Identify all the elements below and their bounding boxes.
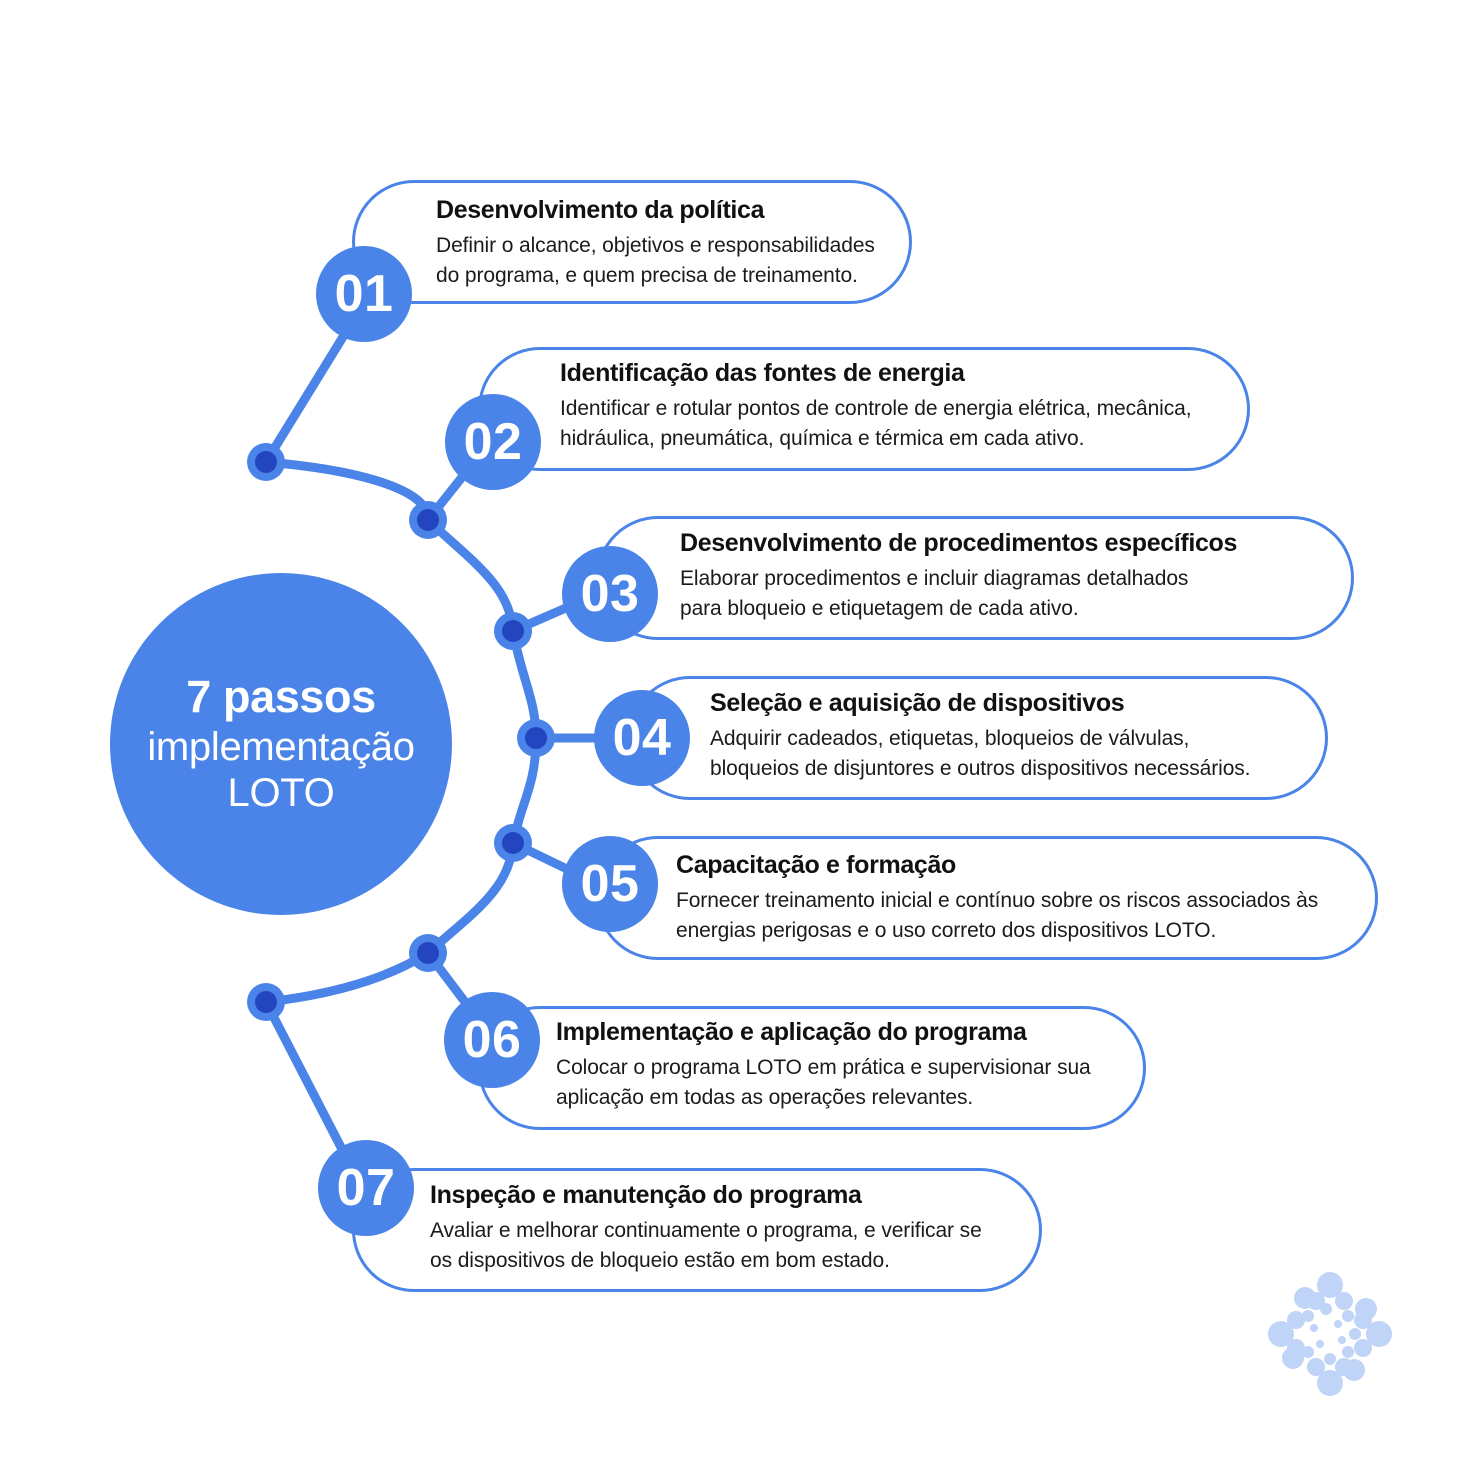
step-number-04[interactable]: 04 bbox=[594, 690, 690, 786]
step-desc-07: Avaliar e melhorar continuamente o progr… bbox=[430, 1219, 982, 1272]
step-card-06[interactable] bbox=[478, 1006, 1146, 1130]
step-title-01: Desenvolvimento da política bbox=[436, 196, 765, 224]
wire-arc-1-2 bbox=[261, 457, 433, 525]
step-card-05[interactable] bbox=[596, 836, 1378, 960]
step-number-02[interactable]: 02 bbox=[445, 394, 541, 490]
step-title-06: Implementação e aplicação do programa bbox=[556, 1018, 1027, 1046]
step-desc-06: Colocar o programa LOTO em prática e sup… bbox=[556, 1056, 1091, 1109]
step-title-04: Seleção e aquisição de dispositivos bbox=[710, 689, 1125, 717]
wire-arc-4-5 bbox=[508, 733, 541, 848]
step-card-03[interactable] bbox=[596, 516, 1354, 640]
step-card-01[interactable] bbox=[352, 180, 912, 304]
step-card-04[interactable] bbox=[628, 676, 1328, 800]
junction-node-1 bbox=[247, 443, 285, 481]
junction-node-7 bbox=[247, 983, 285, 1021]
step-title-07: Inspeção e manutenção do programa bbox=[430, 1181, 862, 1209]
junction-node-6 bbox=[409, 934, 447, 972]
step-desc-02: Identificar e rotular pontos de controle… bbox=[560, 397, 1192, 450]
step-desc-05: Fornecer treinamento inicial e contínuo … bbox=[676, 889, 1319, 942]
step-number-05[interactable]: 05 bbox=[562, 836, 658, 932]
step-title-03: Desenvolvimento de procedimentos específ… bbox=[680, 529, 1238, 557]
junction-node-5 bbox=[494, 824, 532, 862]
hub-title-line-1: 7 passos bbox=[186, 670, 376, 722]
step-number-03[interactable]: 03 bbox=[562, 546, 658, 642]
step-number-07[interactable]: 07 bbox=[318, 1140, 414, 1236]
step-number-06[interactable]: 06 bbox=[444, 992, 540, 1088]
step-content-03: Desenvolvimento de procedimentos específ… bbox=[680, 528, 1330, 624]
step-desc-01: Definir o alcance, objetivos e responsab… bbox=[436, 234, 875, 287]
step-content-05: Capacitação e formação Fornecer treiname… bbox=[676, 850, 1356, 946]
step-content-04: Seleção e aquisição de dispositivos Adqu… bbox=[710, 688, 1310, 784]
wire-arc-2-3 bbox=[423, 515, 518, 636]
step-content-02: Identificação das fontes de energia Iden… bbox=[560, 358, 1220, 454]
hub-title-line-2: implementação bbox=[147, 724, 415, 769]
step-title-05: Capacitação e formação bbox=[676, 851, 956, 879]
wire-arc-5-6 bbox=[423, 838, 518, 958]
central-hub: 7 passos implementação LOTO bbox=[110, 573, 452, 915]
wire-arc-3-4 bbox=[508, 626, 541, 743]
step-content-07: Inspeção e manutenção do programa Avalia… bbox=[430, 1180, 1030, 1276]
step-desc-03: Elaborar procedimentos e incluir diagram… bbox=[680, 567, 1189, 620]
hub-title-line-3: LOTO bbox=[227, 771, 335, 816]
step-card-07[interactable] bbox=[352, 1168, 1042, 1292]
diamond-dots-logo bbox=[1268, 1272, 1392, 1396]
step-title-02: Identificação das fontes de energia bbox=[560, 359, 965, 387]
wire-arc-6-7 bbox=[261, 948, 433, 1007]
junction-node-3 bbox=[494, 612, 532, 650]
step-content-06: Implementação e aplicação do programa Co… bbox=[556, 1017, 1136, 1113]
step-content-01: Desenvolvimento da política Definir o al… bbox=[436, 195, 896, 291]
step-number-01[interactable]: 01 bbox=[316, 246, 412, 342]
junction-node-4 bbox=[517, 719, 555, 757]
step-desc-04: Adquirir cadeados, etiquetas, bloqueios … bbox=[710, 727, 1251, 780]
junction-node-2 bbox=[409, 501, 447, 539]
